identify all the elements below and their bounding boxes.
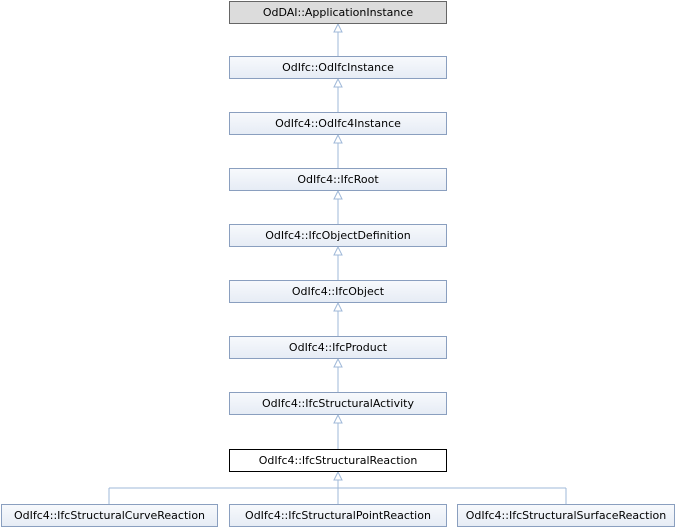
inheritance-arrowhead bbox=[333, 245, 343, 256]
inheritance-arrowhead bbox=[333, 77, 343, 88]
class-node-odifc-odifcinstance[interactable]: OdIfc::OdIfcInstance bbox=[229, 56, 447, 79]
class-node-ifcstructuralactivity[interactable]: OdIfc4::IfcStructuralActivity bbox=[229, 392, 447, 415]
class-node-ifcproduct[interactable]: OdIfc4::IfcProduct bbox=[229, 336, 447, 359]
class-node-ifcstructuralpointreaction[interactable]: OdIfc4::IfcStructuralPointReaction bbox=[229, 504, 447, 527]
class-node-ifcroot[interactable]: OdIfc4::IfcRoot bbox=[229, 168, 447, 191]
inheritance-arrowhead bbox=[333, 470, 343, 481]
class-node-ifcstructuralsurfacereaction[interactable]: OdIfc4::IfcStructuralSurfaceReaction bbox=[457, 504, 675, 527]
class-node-ifcobject[interactable]: OdIfc4::IfcObject bbox=[229, 280, 447, 303]
class-node-ifcstructuralreaction-current: OdIfc4::IfcStructuralReaction bbox=[229, 449, 447, 472]
inheritance-arrowhead bbox=[333, 357, 343, 368]
class-node-ifcstructuralcurvereaction[interactable]: OdIfc4::IfcStructuralCurveReaction bbox=[1, 504, 218, 527]
class-node-odifc4-odifc4instance[interactable]: OdIfc4::OdIfc4Instance bbox=[229, 112, 447, 135]
inheritance-arrowhead bbox=[333, 133, 343, 144]
class-node-oddai-applicationinstance: OdDAI::ApplicationInstance bbox=[229, 1, 447, 24]
inheritance-arrowhead bbox=[333, 301, 343, 312]
class-node-ifcobjectdefinition[interactable]: OdIfc4::IfcObjectDefinition bbox=[229, 224, 447, 247]
inheritance-arrowhead bbox=[333, 22, 343, 33]
inheritance-arrowhead bbox=[333, 189, 343, 200]
inheritance-arrowhead bbox=[333, 413, 343, 424]
